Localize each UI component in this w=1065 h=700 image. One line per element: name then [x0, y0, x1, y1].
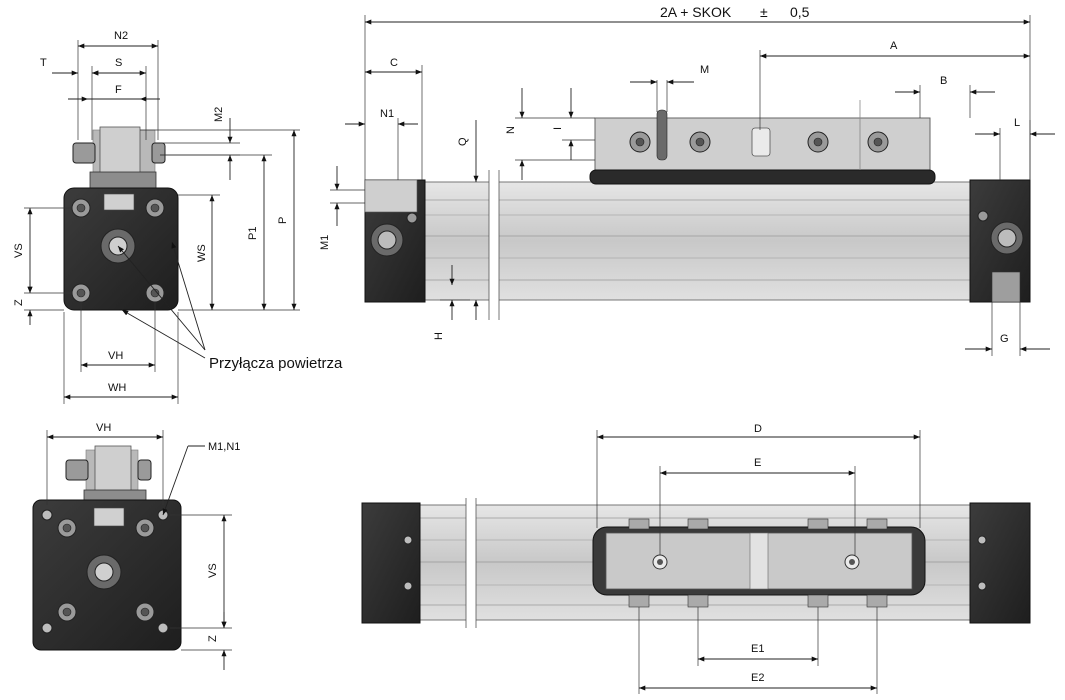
label-A: A — [890, 40, 898, 52]
label-C: C — [390, 57, 398, 69]
profile-slot — [103, 193, 135, 211]
top-view-bottom-right — [361, 498, 1031, 628]
label-D: D — [754, 423, 762, 435]
label-Z: Z — [13, 299, 25, 306]
end-view-bottom-left — [32, 445, 182, 651]
label-tolerance: 0,5 — [790, 4, 810, 20]
label-M2: M2 — [213, 107, 225, 122]
label-M: M — [700, 64, 709, 76]
label-L: L — [1014, 117, 1020, 129]
dimensions-bottom-right: D E E1 E2 — [596, 423, 921, 694]
label-Z-bottom: Z — [207, 635, 219, 642]
side-nut-left — [72, 142, 96, 164]
label-E: E — [754, 457, 761, 469]
label-VS: VS — [13, 243, 25, 258]
label-G: G — [1000, 333, 1009, 345]
carriage-base — [89, 171, 157, 189]
end-cap-right-top — [969, 502, 1031, 624]
end-cap-left-top — [361, 502, 421, 624]
label-P1: P1 — [247, 227, 259, 240]
label-E2: E2 — [751, 672, 764, 684]
label-Q: Q — [457, 137, 469, 146]
label-E1: E1 — [751, 643, 764, 655]
label-VS-bottom: VS — [207, 563, 219, 578]
end-cap-left-section — [364, 179, 418, 213]
label-N2: N2 — [114, 30, 128, 42]
label-T: T — [40, 57, 47, 69]
dimensions-top-right: 2A + SKOK ± 0,5 A C N1 M B N — [319, 4, 1055, 356]
label-I: I — [552, 127, 564, 130]
label-S: S — [115, 57, 122, 69]
label-2a-skok: 2A + SKOK — [660, 4, 732, 20]
side-nut-right — [151, 142, 166, 164]
label-N: N — [505, 126, 517, 134]
label-F: F — [115, 84, 122, 96]
carriage-center — [99, 126, 141, 176]
label-P: P — [277, 217, 289, 224]
end-view-top-left — [63, 126, 179, 311]
label-H: H — [433, 332, 445, 340]
label-plus-minus: ± — [760, 4, 768, 20]
label-N1: N1 — [380, 108, 394, 120]
label-WS: WS — [196, 244, 208, 262]
carriage-seal — [589, 169, 936, 185]
dimensions-top-left: N2 T S F M2 P1 P WS — [13, 30, 343, 404]
label-M1: M1 — [319, 235, 331, 250]
side-view-top-right — [364, 100, 1031, 320]
label-M1N1: M1,N1 — [208, 441, 240, 453]
label-VH-bottom: VH — [96, 422, 111, 434]
label-B: B — [940, 75, 947, 87]
label-WH: WH — [108, 382, 126, 394]
dimensions-bottom-left: VH M1,N1 VS Z — [46, 422, 240, 670]
label-VH: VH — [108, 350, 123, 362]
label-air-ports: Przyłącza powietrza — [209, 355, 343, 372]
